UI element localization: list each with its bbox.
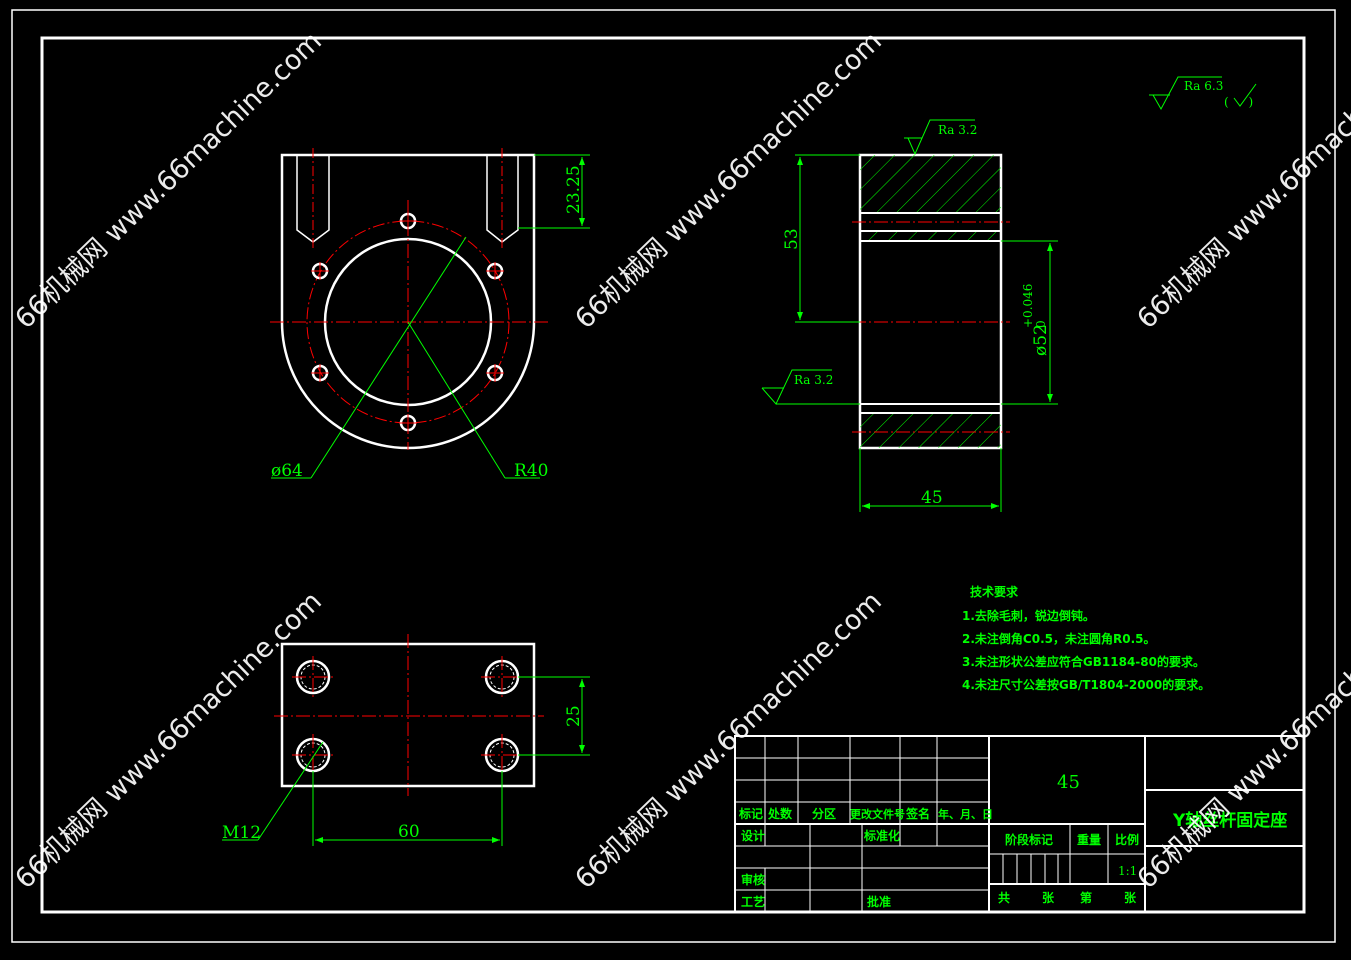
inner-frame xyxy=(40,36,1306,914)
dim-bore-tol-lower: 0 xyxy=(1034,320,1048,328)
tb-sheet: 张 xyxy=(1124,890,1137,905)
side-section-view: 53 ø52 +0.046 0 45 Ra 3.2 Ra 3.2 xyxy=(761,119,1058,512)
title-block xyxy=(734,735,1305,913)
roughness-top: Ra 3.2 xyxy=(938,123,977,137)
dim-bottom-spacing-x: 60 xyxy=(398,822,420,842)
front-view: 23.25 ø64 R40 xyxy=(270,148,590,481)
watermark: 66机械网 www.66machine.com xyxy=(1131,26,1351,335)
roughness-general: Ra 6.3 xyxy=(1184,79,1223,93)
dim-bottom-spacing-y: 25 xyxy=(564,705,584,727)
tb-review: 审核 xyxy=(741,872,765,887)
tb-weight: 重量 xyxy=(1077,832,1101,847)
dim-front-depth: 23.25 xyxy=(564,165,584,214)
tb-material: 45 xyxy=(1057,772,1080,793)
tech-requirements: 技术要求 1.去除毛刺，锐边倒钝。 2.未注倒角C0.5，未注圆角R0.5。 3… xyxy=(962,584,1210,692)
tb-number: 第 xyxy=(1080,890,1092,905)
tb-zone: 分区 xyxy=(812,806,836,821)
tech-requirement-1: 1.去除毛刺，锐边倒钝。 xyxy=(962,608,1095,623)
tb-design: 设计 xyxy=(741,828,765,843)
tb-count: 处数 xyxy=(767,806,793,821)
roughness-general-paren: ( ) xyxy=(1224,95,1261,109)
tech-requirement-2: 2.未注倒角C0.5，未注圆角R0.5。 xyxy=(962,631,1155,646)
tb-scale-value: 1:1 xyxy=(1118,864,1137,878)
watermark: 66机械网 www.66machine.com xyxy=(9,26,328,335)
watermark: 66机械网 www.66machine.com xyxy=(569,586,888,895)
dim-pcd: ø64 xyxy=(271,461,303,481)
watermark: 66机械网 www.66machine.com xyxy=(9,586,328,895)
dim-radius: R40 xyxy=(514,461,548,481)
outer-frame xyxy=(11,9,1336,943)
tb-process: 工艺 xyxy=(741,894,765,909)
tech-requirement-4: 4.未注尺寸公差按GB/T1804-2000的要求。 xyxy=(962,677,1210,692)
tech-requirement-3: 3.未注形状公差应符合GB1184-80的要求。 xyxy=(962,654,1205,669)
dim-thread: M12 xyxy=(222,823,261,843)
dim-bore-tol-upper: +0.046 xyxy=(1021,284,1035,328)
general-roughness-symbol xyxy=(1149,76,1257,111)
tb-scale-label: 比例 xyxy=(1115,832,1139,847)
watermarks: 66机械网 www.66machine.com 66机械网 www.66mach… xyxy=(9,26,1351,895)
dim-bore-dia: ø52 xyxy=(1031,324,1051,356)
tech-requirements-title: 技术要求 xyxy=(970,584,1019,599)
tb-total: 共 xyxy=(998,890,1010,905)
tb-signature: 签名 xyxy=(905,806,930,821)
tb-part-name: Y轴丝杆固定座 xyxy=(1172,810,1287,831)
tb-stage-mark: 阶段标记 xyxy=(1005,832,1053,847)
tb-date: 年、月、日 xyxy=(938,807,993,821)
dim-side-height: 53 xyxy=(782,228,802,250)
watermark: 66机械网 www.66machine.com xyxy=(1131,586,1351,895)
watermark: 66机械网 www.66machine.com xyxy=(569,26,888,335)
dim-side-width: 45 xyxy=(921,488,943,508)
tb-mark: 标记 xyxy=(738,806,763,821)
tb-change-doc: 更改文件号 xyxy=(850,807,905,821)
tb-standardize: 标准化 xyxy=(863,828,900,843)
bottom-view: 25 60 M12 xyxy=(222,634,590,846)
roughness-side: Ra 3.2 xyxy=(794,373,833,387)
tb-sheets: 张 xyxy=(1042,890,1055,905)
tb-approve: 批准 xyxy=(867,894,891,909)
